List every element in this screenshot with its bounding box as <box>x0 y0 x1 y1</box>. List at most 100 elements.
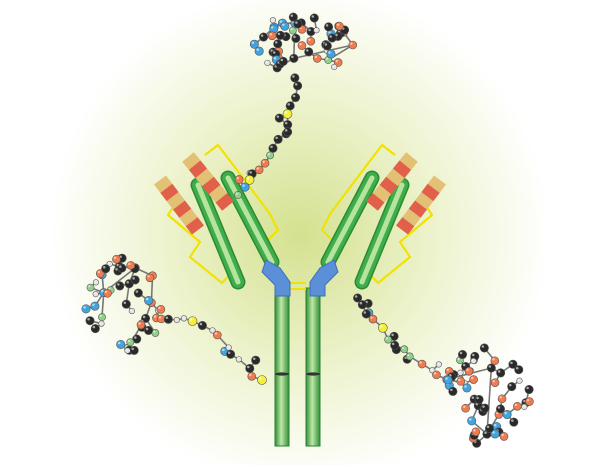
atom-highlight <box>222 348 225 352</box>
atom_hydrogen <box>173 316 180 324</box>
atom_hydrogen <box>435 361 442 368</box>
atom-highlight <box>131 347 134 351</box>
atom_carbon <box>291 93 301 103</box>
atom_chlorine <box>98 313 106 322</box>
variable-region-segment <box>379 176 398 195</box>
left-light-chain-highlight <box>195 182 241 285</box>
atom_oxygen <box>525 397 534 406</box>
atom_carbon <box>130 275 140 285</box>
atom-highlight <box>119 265 122 268</box>
atom_hydrogen <box>128 307 135 315</box>
atom_carbon <box>448 386 458 396</box>
atom-highlight <box>459 351 463 355</box>
atom_oxygen <box>136 320 146 330</box>
atom-highlight <box>145 297 149 301</box>
atom-highlight <box>277 32 281 36</box>
atom_oxygen <box>469 375 478 384</box>
atom-highlight <box>271 18 273 21</box>
atom_oxygen <box>297 41 307 50</box>
atom-highlight <box>463 405 466 409</box>
atom-highlight <box>407 354 410 357</box>
atom-highlight <box>391 333 394 337</box>
atom-highlight <box>175 318 177 320</box>
atom_oxygen <box>368 314 378 324</box>
atom_hydrogen <box>225 344 232 351</box>
atom_oxygen <box>471 427 481 437</box>
atom-highlight <box>123 301 127 304</box>
atom-highlight <box>299 42 302 46</box>
atom_oxygen <box>456 377 466 386</box>
atom-highlight <box>247 365 250 369</box>
atom_nitrogen <box>280 21 290 31</box>
atom-highlight <box>401 346 405 350</box>
atom-highlight <box>501 433 504 437</box>
atom-highlight <box>419 361 422 364</box>
atom_nitrogen <box>443 375 453 385</box>
atom_hydrogen <box>269 17 277 24</box>
atom-highlight <box>292 94 296 98</box>
atom_hydrogen <box>521 403 528 410</box>
atom-highlight <box>214 332 218 335</box>
atom-highlight <box>127 339 131 343</box>
atom_carbon <box>133 288 143 298</box>
atom-highlight <box>92 325 96 329</box>
atom_carbon <box>480 403 490 413</box>
atom-highlight <box>290 28 293 31</box>
atom-highlight <box>107 262 110 264</box>
variable-region-segment <box>215 193 234 211</box>
variable-region-segment <box>372 184 392 203</box>
atom-highlight <box>274 41 278 44</box>
atom-highlight <box>311 15 315 18</box>
atom_hydrogen <box>92 290 99 298</box>
variable-region-segment <box>427 175 446 193</box>
atom-highlight <box>308 38 311 41</box>
atom_hydrogen <box>331 63 338 71</box>
atom-highlight <box>262 160 265 164</box>
atom_oxygen <box>464 366 474 376</box>
variable-region-segment <box>188 160 208 179</box>
atom_carbon <box>495 404 505 414</box>
atom-highlight <box>104 290 108 294</box>
atom-highlight <box>147 275 150 278</box>
atom_hydrogen <box>313 27 320 34</box>
atom_carbon <box>283 127 293 137</box>
variable-region-segment <box>179 208 198 227</box>
atom_nitrogen <box>81 304 91 314</box>
atom-highlight <box>210 328 213 331</box>
atom_carbon <box>357 300 367 310</box>
atom-highlight <box>153 330 156 333</box>
atom_oxygen <box>499 432 509 441</box>
atom-highlight <box>391 342 395 346</box>
atom-highlight <box>464 385 467 388</box>
atom_carbon <box>245 363 255 373</box>
atom-highlight <box>363 311 367 314</box>
atom_oxygen <box>497 394 507 404</box>
atom-highlight <box>249 171 252 174</box>
atom-highlight <box>158 316 162 319</box>
atom-highlight <box>492 380 495 383</box>
atom-highlight <box>295 21 298 24</box>
atom_carbon <box>327 33 337 43</box>
atom_carbon <box>251 355 261 365</box>
atom-highlight <box>284 129 288 132</box>
atom-highlight <box>97 270 101 274</box>
bond <box>486 367 493 435</box>
atom-highlight <box>92 303 95 306</box>
atom-highlight <box>142 315 146 319</box>
atom-highlight <box>113 256 117 260</box>
variable-region-segment <box>408 200 427 218</box>
atom_carbon <box>390 340 400 350</box>
atom_nitrogen <box>116 339 126 349</box>
atom-highlight <box>476 396 479 400</box>
atom_chlorine <box>86 283 95 292</box>
atom_carbon <box>226 349 236 359</box>
heavy-chain-stem <box>305 287 321 447</box>
atom-highlight <box>446 368 450 372</box>
atom-highlight <box>158 306 161 310</box>
bond <box>293 44 353 60</box>
atom-highlight <box>273 56 277 60</box>
atom-highlight <box>492 358 495 361</box>
atom_hydrogen <box>457 369 464 376</box>
